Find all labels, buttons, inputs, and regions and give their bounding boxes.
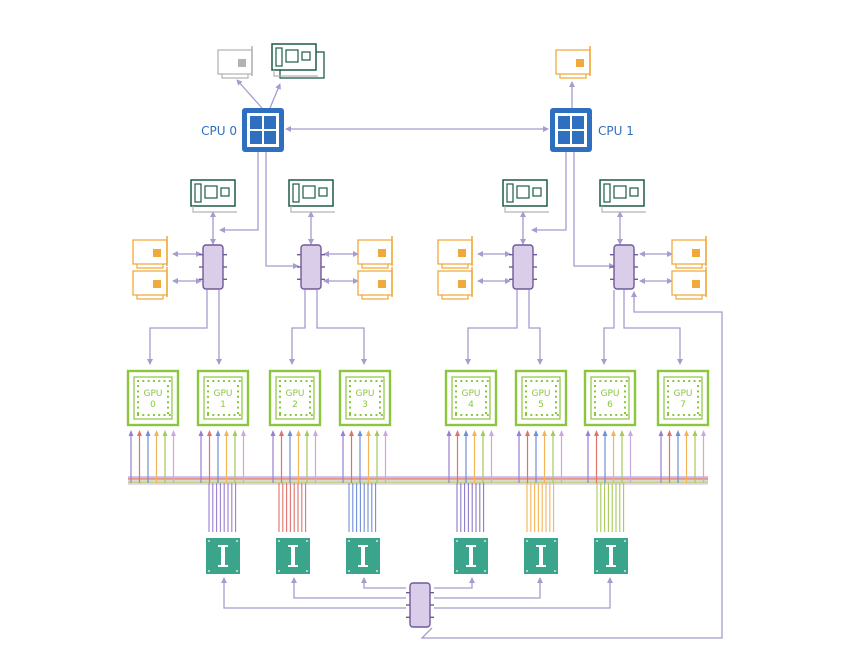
nic-sw3-1 [671,267,707,300]
gpu-index-6: 6 [607,400,613,410]
nic-cpu0-gray [217,46,253,79]
link-bottom-switch-return [420,291,723,639]
nic-sw2-0 [437,236,473,269]
gpu-label-1: GPU [214,389,233,399]
nvswitch-0 [206,538,240,574]
link-cpu0-switch1 [265,152,299,269]
gpu-index-2: 2 [292,400,298,410]
nvswitch-5 [594,538,628,574]
storage-sw1 [288,179,335,213]
storage-sw3 [599,179,646,213]
storage-sw0 [190,179,237,213]
cpu-label-1: CPU 1 [598,124,634,138]
link-cpu0-nic [236,79,263,109]
pcie-switch-bottom [406,582,434,628]
nic-sw1-0 [357,236,393,269]
gpu-label-6: GPU [601,389,620,399]
pcie-switch-1 [297,244,325,290]
nvswitch-2 [346,538,380,574]
gpu-label-5: GPU [532,389,551,399]
nic-sw2-1 [437,267,473,300]
storage-sw2 [502,179,549,213]
gpu-label-2: GPU [286,389,305,399]
link-cpu1-switch3 [573,152,615,269]
gpu-label-7: GPU [674,389,693,399]
cpu-0: CPU 0 [201,108,284,152]
nic-sw1-1 [357,267,393,300]
nvswitch-1 [276,538,310,574]
nic-cpu1 [555,46,591,79]
pcie-switch-2 [509,244,537,290]
nic-sw0-1 [132,267,168,300]
pcie-switch-3 [610,244,638,290]
nic-sw3-0 [671,236,707,269]
gpu-index-3: 3 [362,400,368,410]
gpu-label-3: GPU [356,389,375,399]
gpu-index-7: 7 [680,400,686,410]
nic-sw0-0 [132,236,168,269]
gpu-index-1: 1 [220,400,226,410]
link-cpu0-storage [269,83,281,109]
gpu-label-0: GPU [144,389,163,399]
link-cpu1-switch2 [531,152,567,233]
gpu-index-0: 0 [150,400,156,410]
gpu-label-4: GPU [462,389,481,399]
cpu-label-0: CPU 0 [201,124,237,138]
pcie-links [147,79,723,639]
nvswitch-4 [524,538,558,574]
storage-cpu0 [271,43,325,79]
link-cpu0-switch0 [219,152,259,233]
pcie-switch-0 [199,244,227,290]
gpu-index-5: 5 [538,400,544,410]
gpu-index-4: 4 [468,400,474,410]
nvswitch-3 [454,538,488,574]
cpu-1: CPU 1 [550,108,634,152]
nvlink-fabric [128,430,708,532]
